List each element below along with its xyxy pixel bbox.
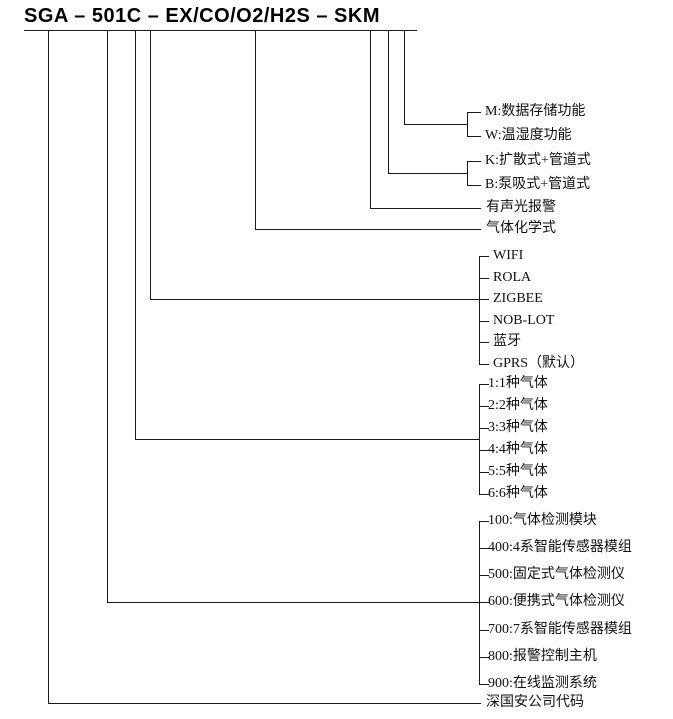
hconnector-company [48, 703, 481, 704]
label-series-800: 800:报警控制主机 [488, 649, 597, 664]
tick-wifi [479, 256, 489, 257]
model-code-title: SGA – 501C – EX/CO/O2/H2S – SKM [24, 5, 380, 27]
hconnector-alarm [370, 208, 481, 209]
tick-gas-6 [479, 494, 489, 495]
label-diffusion-type: K:扩散式+管道式 [485, 153, 591, 168]
tick-series-700 [479, 630, 489, 631]
label-series-900: 900:在线监测系统 [488, 676, 597, 691]
label-gas-count-2: 2:2种气体 [488, 398, 548, 413]
tick-series-600 [479, 602, 489, 603]
label-gas-count-5: 5:5种气体 [488, 464, 548, 479]
tick-series-400 [479, 548, 489, 549]
label-sound-light-alarm: 有声光报警 [486, 200, 556, 215]
label-comm-rola: ROLA [493, 270, 532, 285]
tick-rola [479, 278, 489, 279]
connector-formula-line [255, 31, 256, 229]
connector-gas-count-line [135, 31, 136, 439]
connector-comm-line [150, 31, 151, 299]
tick-gas-3 [479, 428, 489, 429]
connector-series-line [107, 31, 108, 602]
label-comm-bluetooth: 蓝牙 [493, 334, 521, 349]
tick-series-800 [479, 657, 489, 658]
tick-gas-2 [479, 406, 489, 407]
label-company-code: 深国安公司代码 [486, 695, 584, 710]
hconnector-series [107, 602, 479, 603]
bracket-mw [467, 112, 468, 136]
label-series-400: 400:4系智能传感器模组 [488, 540, 632, 555]
bracket-comm [479, 256, 480, 364]
label-series-500: 500:固定式气体检测仪 [488, 567, 625, 582]
label-gas-count-3: 3:3种气体 [488, 420, 548, 435]
label-gas-count-1: 1:1种气体 [488, 376, 548, 391]
bracket-kb [467, 161, 468, 185]
connector-kb-line [388, 31, 389, 173]
label-comm-gprs: GPRS（默认） [493, 356, 585, 371]
hconnector-mw [404, 124, 467, 125]
tick-series-500 [479, 575, 489, 576]
label-series-700: 700:7系智能传感器模组 [488, 622, 632, 637]
hconnector-kb [388, 173, 467, 174]
tick-nob-lot [479, 321, 489, 322]
label-temp-humidity: W:温湿度功能 [485, 128, 572, 143]
label-gas-count-6: 6:6种气体 [488, 486, 548, 501]
tick-zigbee [479, 299, 489, 300]
label-series-100: 100:气体检测模块 [488, 513, 597, 528]
tick-k [467, 161, 481, 162]
label-comm-zigbee: ZIGBEE [493, 291, 543, 306]
tick-gas-4 [479, 450, 489, 451]
tick-series-900 [479, 684, 489, 685]
title-underline [24, 30, 417, 31]
label-pump-type: B:泵吸式+管道式 [485, 177, 591, 192]
connector-sga-line [48, 31, 49, 703]
label-gas-chemical-formula: 气体化学式 [486, 221, 556, 236]
tick-m [467, 112, 481, 113]
connector-mw-line [404, 31, 405, 124]
bracket-gas-count [479, 384, 480, 494]
label-data-storage: M:数据存储功能 [485, 104, 586, 119]
tick-w [467, 136, 481, 137]
tick-bluetooth [479, 342, 489, 343]
connector-alarm-line [370, 31, 371, 208]
label-series-600: 600:便携式气体检测仪 [488, 594, 625, 609]
label-comm-wifi: WIFI [493, 248, 524, 263]
tick-gas-5 [479, 472, 489, 473]
tick-gprs [479, 364, 489, 365]
tick-gas-1 [479, 384, 489, 385]
hconnector-gas-count [135, 439, 479, 440]
hconnector-formula [255, 229, 481, 230]
hconnector-comm [150, 299, 479, 300]
tick-series-100 [479, 521, 489, 522]
label-gas-count-4: 4:4种气体 [488, 442, 548, 457]
tick-b [467, 185, 481, 186]
label-comm-nob-lot: NOB-LOT [493, 313, 555, 328]
